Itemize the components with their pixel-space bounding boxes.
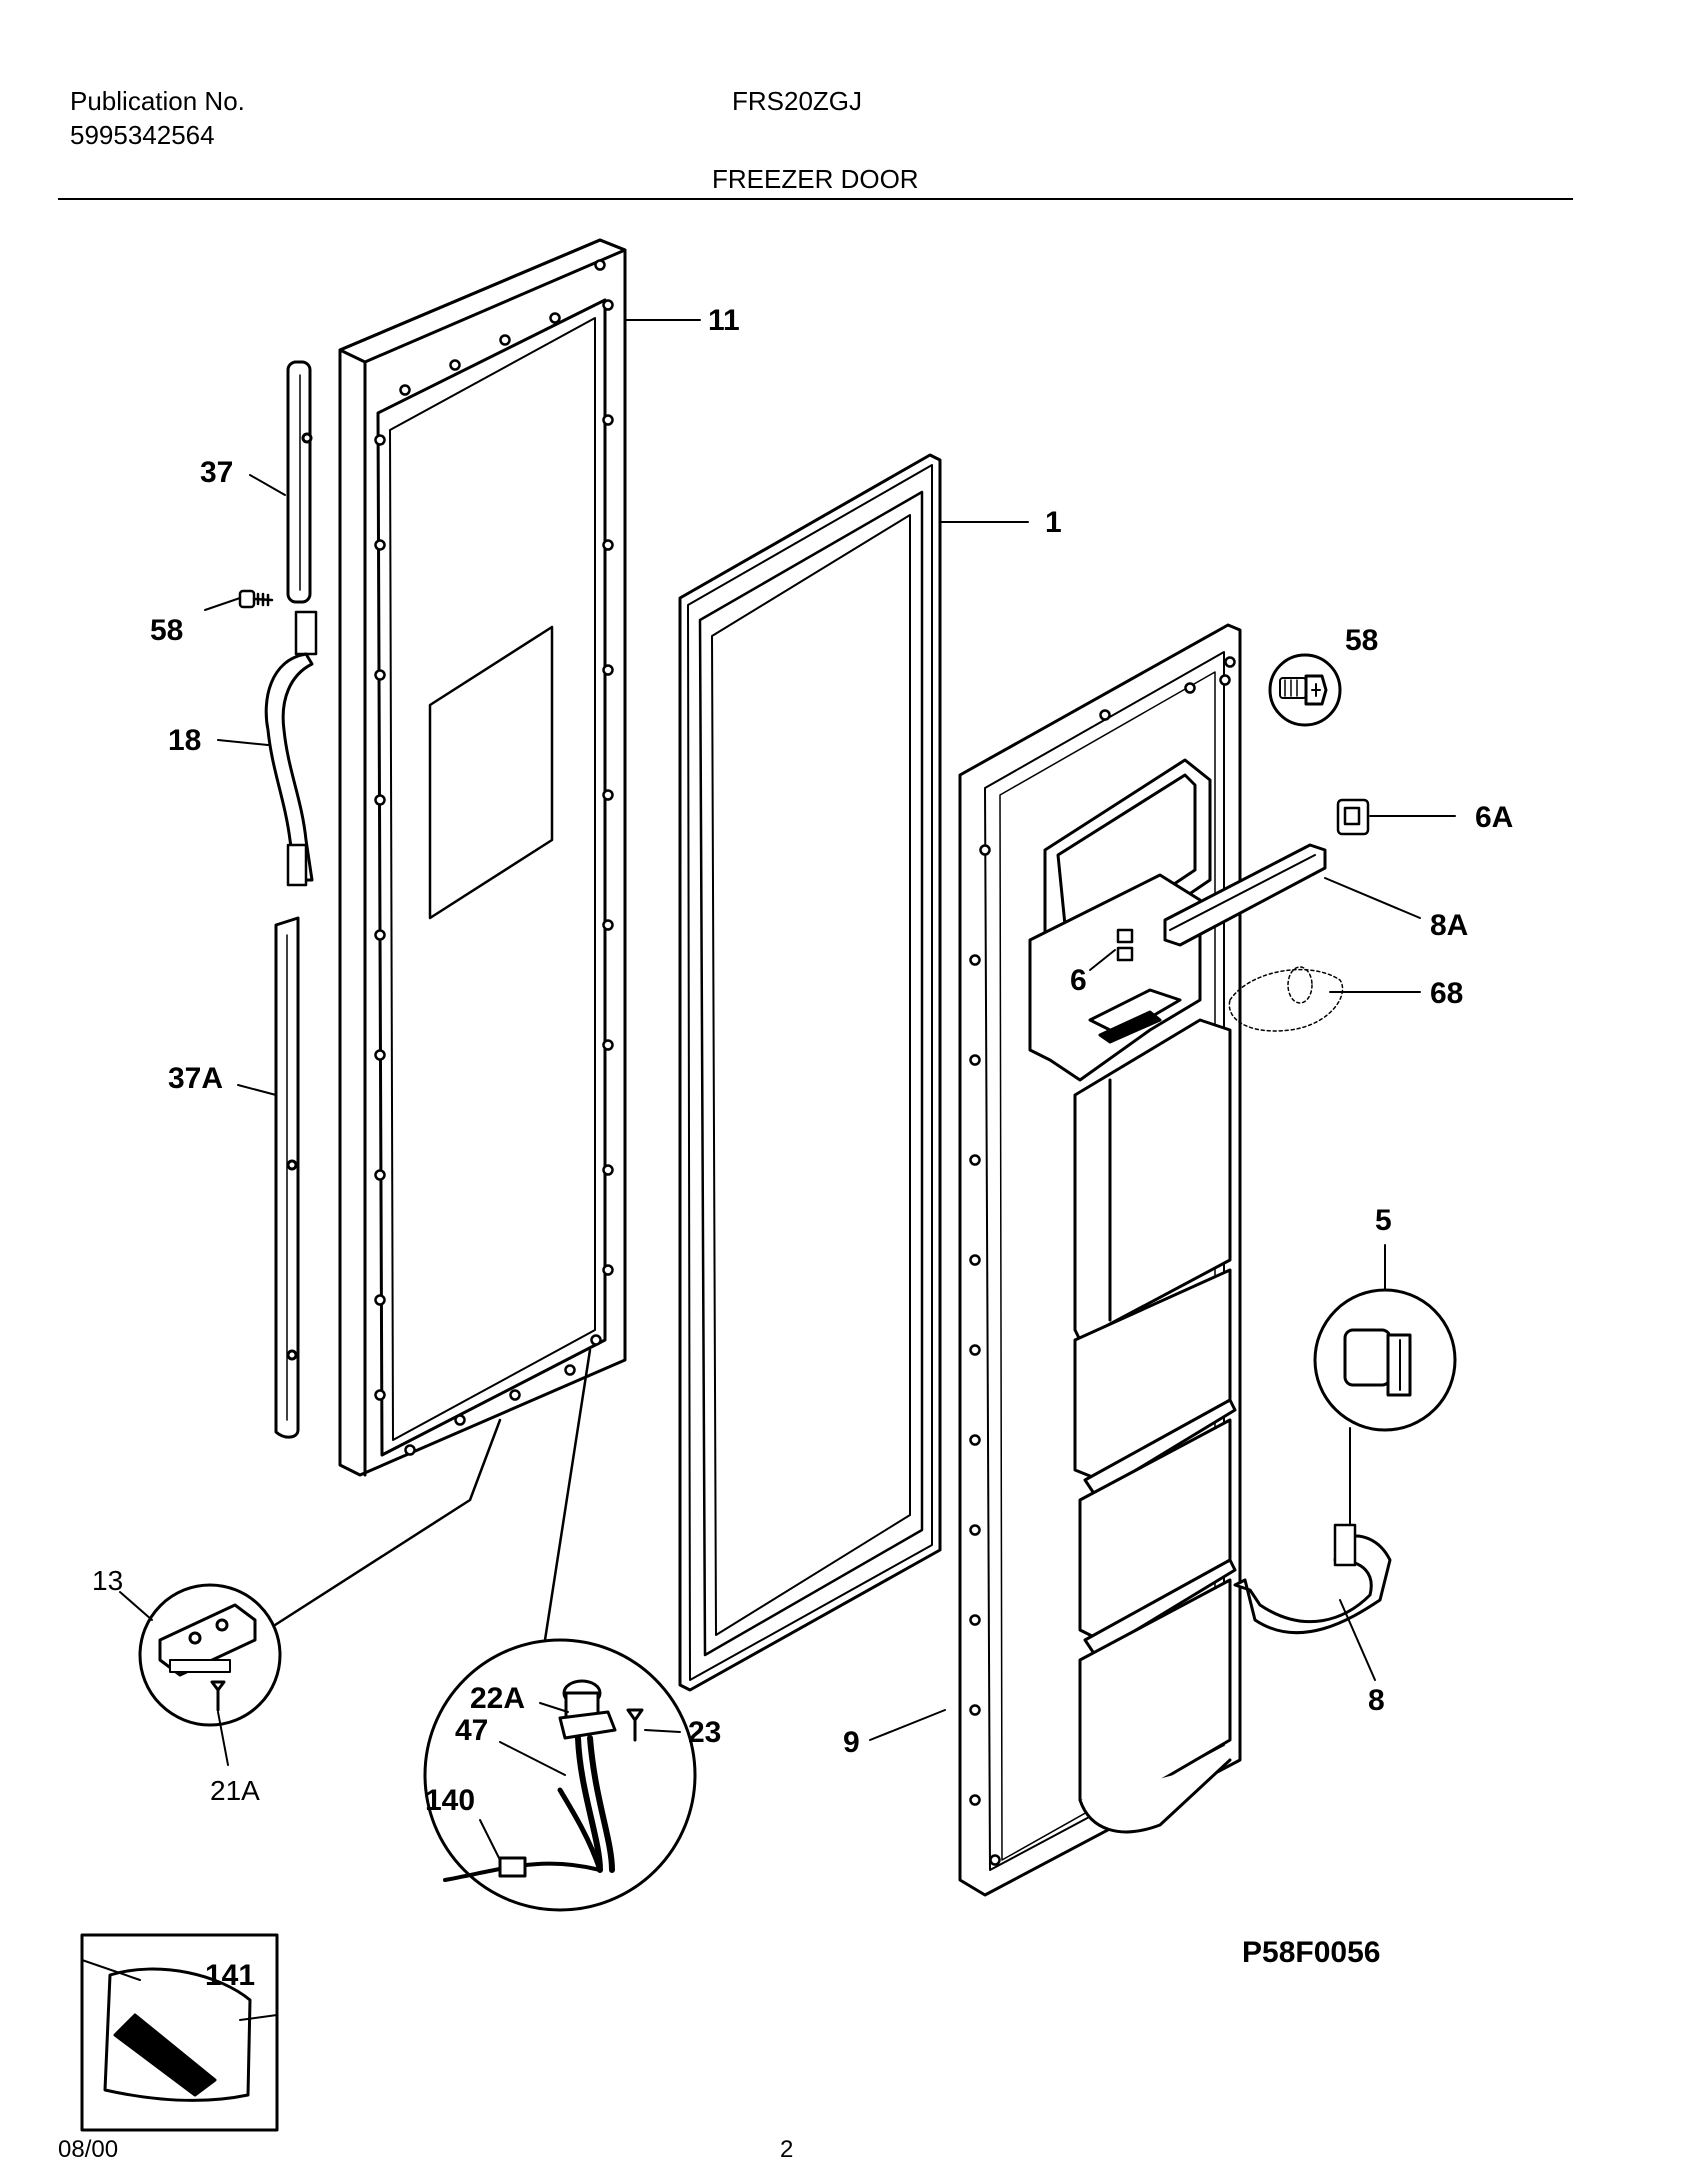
page-number: 2	[780, 2136, 794, 2163]
label-47: 47	[455, 1714, 488, 1747]
label-11: 11	[708, 304, 740, 337]
bracket-clip	[1336, 798, 1370, 836]
upper-handle-trim	[286, 360, 313, 604]
label-58-left: 58	[150, 614, 183, 647]
hinge-bracket-detail	[138, 1583, 282, 1727]
door-handle	[264, 610, 318, 887]
label-140: 140	[425, 1784, 475, 1817]
footer-date: 08/00	[58, 2136, 119, 2163]
handle-screw	[238, 589, 274, 609]
label-37: 37	[200, 456, 233, 489]
section-title: FREEZER DOOR	[712, 164, 919, 194]
label-23: 23	[688, 1716, 721, 1749]
shelf-bar	[1233, 1523, 1392, 1635]
rail-stop	[1116, 928, 1134, 962]
publication-label: Publication No.	[70, 86, 245, 116]
label-22A: 22A	[470, 1682, 525, 1715]
lower-handle-trim	[274, 916, 300, 1439]
drawing-code: P58F0056	[1242, 1936, 1380, 1969]
door-gasket	[678, 453, 942, 1692]
label-18: 18	[168, 724, 201, 757]
model-number: FRS20ZGJ	[732, 86, 863, 116]
label-21A: 21A	[210, 1775, 260, 1806]
outer-door-panel	[338, 238, 627, 1477]
publication-number: 5995342564	[70, 120, 215, 150]
leader-lines	[119, 319, 1456, 1861]
light-switch-wiring-detail	[423, 1638, 697, 1912]
label-6: 6	[1070, 964, 1087, 997]
sealant-kit-inset	[80, 1933, 279, 2132]
label-37A: 37A	[168, 1062, 223, 1095]
label-8: 8	[1368, 1684, 1385, 1717]
label-8A: 8A	[1430, 909, 1468, 942]
liner-screw-detail	[1268, 653, 1342, 727]
label-141: 141	[205, 1959, 255, 1992]
label-58-right: 58	[1345, 624, 1378, 657]
label-13: 13	[92, 1565, 123, 1596]
label-9: 9	[843, 1726, 860, 1759]
label-68: 68	[1430, 977, 1463, 1010]
dispenser-module	[1228, 966, 1344, 1032]
label-6A: 6A	[1475, 801, 1513, 834]
inner-door-holes	[969, 656, 1236, 1866]
part-labels: 11 1 37 58 18 37A 58 6A 8A 6 68 5 8 9 13…	[92, 304, 1513, 1992]
label-1: 1	[1045, 506, 1062, 539]
inner-door-liner	[958, 623, 1242, 1897]
label-5: 5	[1375, 1204, 1392, 1237]
shelf-clip-detail	[1313, 1288, 1457, 1432]
outer-door-holes	[374, 259, 614, 1456]
header-rule	[58, 198, 1573, 200]
bin-rail	[1163, 843, 1327, 947]
